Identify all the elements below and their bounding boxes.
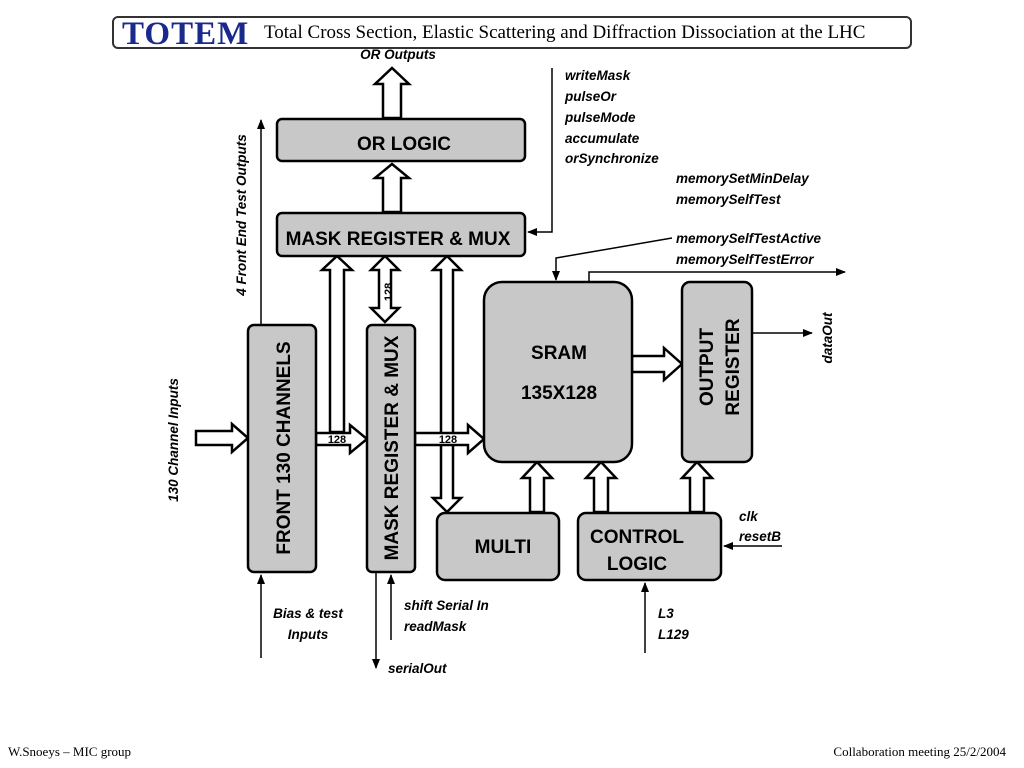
shift-in-signal: readMask bbox=[404, 619, 468, 634]
mask-ctrl-signal: writeMask bbox=[565, 68, 632, 83]
or-logic-label: OR LOGIC bbox=[357, 134, 451, 155]
control-logic-label-2: LOGIC bbox=[607, 554, 667, 575]
memory-out-signal: memorySelfTestActive bbox=[676, 231, 822, 246]
serial-out-label: serialOut bbox=[388, 661, 447, 676]
sram-to-output-arrow bbox=[630, 345, 684, 383]
data-out-label: dataOut bbox=[820, 312, 835, 364]
control-logic-label-1: CONTROL bbox=[590, 527, 684, 548]
bus-width-label-front: 128 bbox=[328, 434, 346, 446]
mask-to-orlogic-arrow bbox=[371, 162, 413, 214]
or-outputs-label: OR Outputs bbox=[360, 47, 436, 62]
front-end-test-label: 4 Front End Test Outputs bbox=[234, 134, 249, 297]
multi-to-sram-arrow bbox=[519, 460, 555, 514]
sram-to-mask-bidir-arrow bbox=[429, 254, 465, 514]
front-to-mask-up-arrow bbox=[318, 254, 356, 434]
bus-width-label-sram: 128 bbox=[439, 434, 457, 446]
mask-ctrl-signal: pulseOr bbox=[564, 89, 617, 104]
mask-ctrl-line bbox=[527, 68, 553, 236]
output-register-label-2: REGISTER bbox=[723, 318, 744, 415]
mask-register-mux-top-label: MASK REGISTER & MUX bbox=[286, 229, 511, 250]
mask-ctrl-signal: pulseMode bbox=[564, 110, 636, 125]
multi-block bbox=[435, 511, 561, 582]
memory-in-signal: memorySelfTest bbox=[676, 192, 781, 207]
control-in-signal: resetB bbox=[739, 529, 781, 544]
memory-out-line bbox=[588, 268, 846, 282]
mask-register-mux-vertical-label: MASK REGISTER & MUX bbox=[382, 335, 403, 560]
bias-inputs-label: Inputs bbox=[288, 627, 329, 642]
control-to-output-arrow bbox=[679, 460, 715, 514]
control-to-sram-arrow bbox=[583, 460, 619, 514]
sram-label: SRAM bbox=[531, 343, 587, 364]
or-logic-block bbox=[275, 117, 527, 163]
memory-out-signal: memorySelfTestError bbox=[676, 252, 814, 267]
mask-ctrl-signal: accumulate bbox=[565, 131, 640, 146]
footer-event: Collaboration meeting 25/2/2004 bbox=[833, 744, 1006, 759]
output-register-block bbox=[680, 280, 754, 464]
control-logic-block bbox=[576, 511, 723, 582]
bias-inputs-label: Bias & test bbox=[273, 606, 343, 621]
mask-ctrl-signal: orSynchronize bbox=[565, 151, 659, 166]
slide-title: Total Cross Section, Elastic Scattering … bbox=[264, 22, 866, 43]
or-outputs-arrow bbox=[371, 66, 413, 120]
totem-logo: TOTEM bbox=[122, 16, 250, 52]
multi-label: MULTI bbox=[475, 537, 532, 558]
channel-input-arrow bbox=[194, 421, 250, 455]
slide-header: TOTEM Total Cross Section, Elastic Scatt… bbox=[112, 16, 912, 52]
sram-block bbox=[482, 280, 634, 464]
footer-author: W.Snoeys – MIC group bbox=[8, 744, 132, 759]
front-channels-label: FRONT 130 CHANNELS bbox=[274, 341, 295, 554]
shift-in-signal: shift Serial In bbox=[404, 598, 489, 613]
bus-width-label-vertical: 128 bbox=[383, 283, 395, 301]
trigger-in-signal: L3 bbox=[658, 606, 674, 621]
mask-register-mux-vertical-block bbox=[365, 323, 417, 574]
memory-in-signal: memorySetMinDelay bbox=[676, 171, 810, 186]
front-channels-block bbox=[246, 323, 318, 574]
mask-to-sram-bus-arrow bbox=[413, 422, 486, 456]
channel-inputs-label: 130 Channel Inputs bbox=[166, 378, 181, 502]
sram-size-label: 135X128 bbox=[521, 383, 597, 404]
front-to-mask-bus-arrow bbox=[314, 422, 369, 456]
control-in-signal: clk bbox=[739, 509, 759, 524]
output-register-label-1: OUTPUT bbox=[697, 328, 718, 407]
trigger-in-signal: L129 bbox=[658, 627, 689, 642]
mask-register-mux-top-block bbox=[275, 211, 527, 258]
vertical-bus-128-arrow bbox=[367, 254, 403, 324]
memory-in-line bbox=[552, 237, 673, 281]
